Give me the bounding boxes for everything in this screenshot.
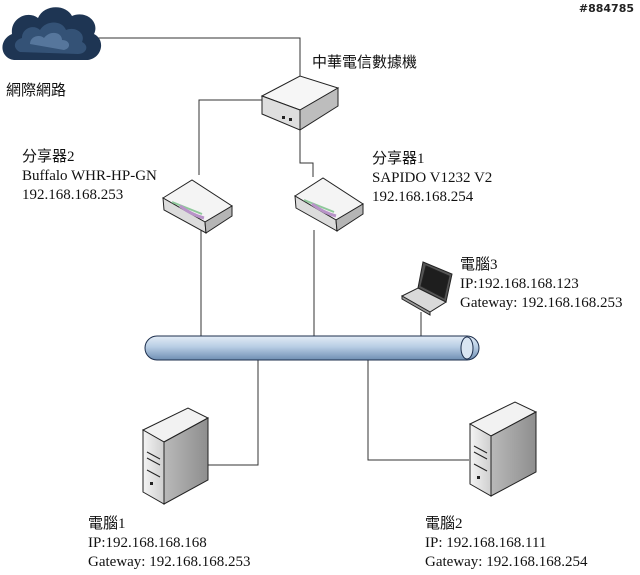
pc1-gateway: Gateway: 192.168.168.253 [88,554,251,570]
line-bus-pc2 [367,360,469,461]
network-bus [144,335,480,361]
pc3-ip: IP:192.168.168.123 [460,276,579,292]
router1-icon [294,177,364,232]
router2-ip: 192.168.168.253 [22,187,124,203]
line-modem-router2 [198,99,262,175]
pc2-gateway: Gateway: 192.168.168.254 [425,554,588,570]
connection-lines [90,37,469,466]
line-internet-modem [90,37,301,78]
pc3-gateway: Gateway: 192.168.168.253 [460,295,623,311]
modem-label: 中華電信數據機 [312,55,418,71]
router1-name: 分享器1 [372,151,425,167]
router2-name: 分享器2 [22,149,75,165]
pc1-label: 電腦1 IP:192.168.168.168 Gateway: 192.168.… [88,515,250,572]
line-modem-router1 [299,130,314,177]
router2-icon [162,179,233,234]
server-pc2-icon [468,401,538,497]
laptop-icon [400,261,453,316]
pc1-name: 電腦1 [88,516,126,532]
line-bus-pc1 [207,360,259,466]
cloud-icon [2,7,102,60]
router1-ip: 192.168.168.254 [372,189,474,205]
router1-model: SAPIDO V1232 V2 [372,170,493,186]
modem-icon [260,75,340,131]
internet-label: 網際網路 [6,83,67,99]
pc2-name: 電腦2 [425,516,463,532]
pc1-ip: IP:192.168.168.168 [88,535,207,551]
router2-model: Buffalo WHR-HP-GN [22,168,157,184]
router2-label: 分享器2 Buffalo WHR-HP-GN 192.168.168.253 [22,148,157,205]
pc3-label: 電腦3 IP:192.168.168.123 Gateway: 192.168.… [460,256,622,313]
router1-label: 分享器1 SAPIDO V1232 V2 192.168.168.254 [372,150,492,207]
server-pc1-icon [141,407,210,505]
pc2-label: 電腦2 IP: 192.168.168.111 Gateway: 192.168… [425,515,587,572]
watermark: #884785 [578,2,634,15]
pc3-name: 電腦3 [460,257,498,273]
pc2-ip: IP: 192.168.168.111 [425,535,547,551]
